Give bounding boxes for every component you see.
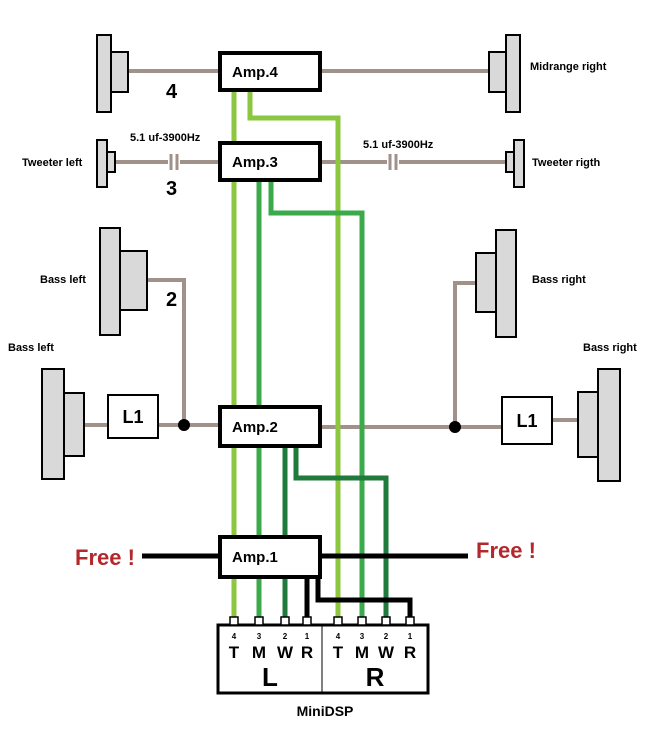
minidsp-pin-letter: W [378, 643, 395, 662]
minidsp-pin-letter: T [333, 643, 344, 662]
minidsp-pin-number: 4 [336, 632, 341, 641]
label-tweeter-left: Tweeter left [22, 157, 83, 169]
minidsp-terminal-right-2 [381, 616, 391, 626]
svg-text:Amp.2: Amp.2 [232, 419, 278, 436]
minidsp-pin-letter: W [277, 643, 294, 662]
minidsp-pin-number: 2 [283, 632, 288, 641]
svg-text:L1: L1 [122, 407, 143, 427]
minidsp-left-side: L [262, 662, 278, 692]
minidsp-pin-number: 1 [305, 632, 310, 641]
minidsp-pin-number: 3 [257, 632, 262, 641]
minidsp-pins: 4T 3M 2W 1R 4T 3M 2W 1R [229, 616, 416, 662]
channel-number-3: 3 [166, 178, 177, 200]
minidsp-terminal-left-1 [302, 616, 312, 626]
speaker-tweeter-right [505, 139, 525, 188]
channel-number-2: 2 [166, 289, 177, 311]
capacitor-left [168, 154, 180, 170]
minidsp-terminal-right-3 [357, 616, 367, 626]
minidsp-title: MiniDSP [297, 703, 354, 719]
minidsp-right-side: R [366, 662, 385, 692]
svg-text:Amp.4: Amp.4 [232, 64, 279, 81]
minidsp-terminal-left-4 [229, 616, 239, 626]
capacitor-right [387, 154, 399, 170]
minidsp-pin-letter: R [301, 643, 313, 662]
minidsp-terminal-right-4 [333, 616, 343, 626]
label-free-right: Free ! [476, 538, 536, 563]
label-bass-left-upper: Bass left [40, 274, 86, 286]
speaker-tweeter-left [96, 139, 116, 188]
junction-left [178, 419, 190, 431]
wire-darkgreen-right [293, 446, 389, 618]
minidsp-pin-number: 1 [408, 632, 413, 641]
svg-text:Amp.3: Amp.3 [232, 154, 278, 171]
amp-1: Amp.1 [218, 535, 322, 579]
minidsp-box [216, 623, 430, 695]
minidsp-pin-number: 3 [360, 632, 365, 641]
junction-right [449, 421, 461, 433]
label-midrange-right: Midrange right [530, 61, 607, 73]
label-bass-left-lower: Bass left [8, 342, 54, 354]
minidsp-pin-number: 2 [384, 632, 389, 641]
label-capacitor-left: 5.1 uf-3900Hz [130, 132, 201, 144]
label-free-left: Free ! [75, 545, 135, 570]
speaker-midrange-right [488, 34, 521, 113]
amp-3: Amp.3 [218, 141, 322, 182]
minidsp-terminal-left-3 [254, 616, 264, 626]
label-bass-right-lower: Bass right [583, 342, 637, 354]
speaker-bass-right-upper [475, 229, 517, 338]
wire-lime-right [247, 90, 341, 618]
label-bass-right-upper: Bass right [532, 274, 586, 286]
label-capacitor-right: 5.1 uf-3900Hz [363, 139, 434, 151]
inductor-left: L1 [107, 394, 159, 439]
amp-4: Amp.4 [218, 51, 322, 92]
minidsp-terminal-left-2 [280, 616, 290, 626]
speaker-bass-left-upper [99, 227, 148, 336]
speaker-wires [84, 69, 578, 429]
minidsp-pin-letter: T [229, 643, 240, 662]
speaker-midrange-left [96, 34, 129, 113]
channel-number-4: 4 [166, 81, 178, 103]
speaker-bass-left-lower [41, 368, 85, 480]
svg-text:L1: L1 [516, 411, 537, 431]
wire-green-right [268, 180, 365, 618]
black-wire-amp1-right [315, 577, 413, 618]
speaker-bass-right-lower [577, 368, 621, 482]
wire-bass-left-upper [147, 278, 186, 425]
minidsp-pin-letter: M [252, 643, 266, 662]
minidsp-pin-letter: R [404, 643, 416, 662]
inductor-right: L1 [501, 396, 553, 445]
minidsp-terminal-right-1 [405, 616, 415, 626]
label-tweeter-right: Tweeter rigth [532, 157, 601, 169]
black-wires [142, 553, 468, 618]
amp-2: Amp.2 [218, 405, 322, 448]
minidsp-pin-number: 4 [232, 632, 237, 641]
svg-text:Amp.1: Amp.1 [232, 549, 278, 566]
wire-bass-right-upper [453, 281, 476, 427]
minidsp-pin-letter: M [355, 643, 369, 662]
